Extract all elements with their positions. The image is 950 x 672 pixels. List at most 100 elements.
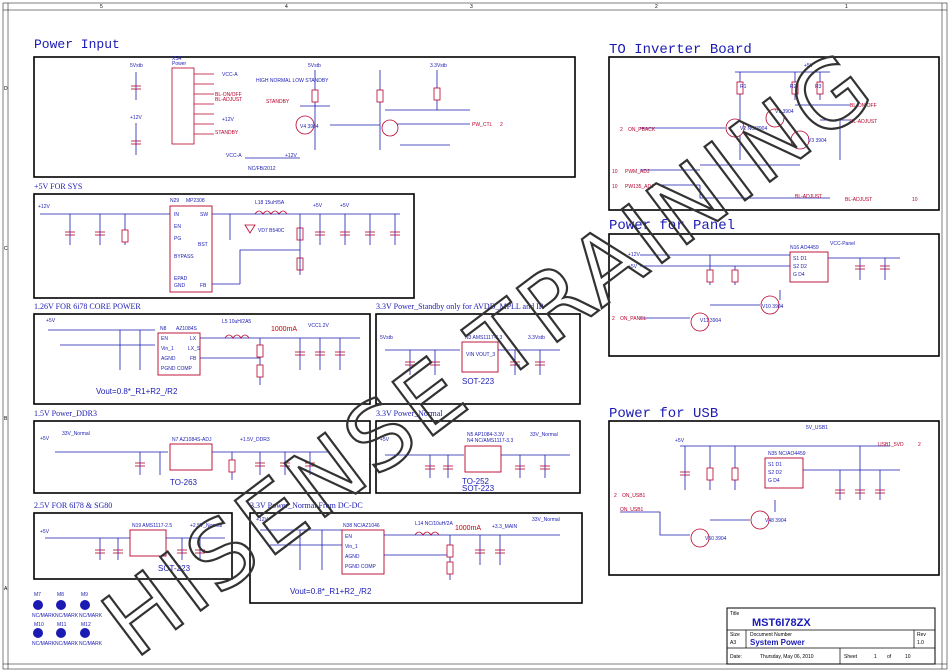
sys5v-circuit: +12V N29 MP2308 IN EN PG BYPASS EPAD GND… [38,198,400,293]
xs4-label: XS4 [172,56,182,62]
xs4-sub: Power [172,61,187,67]
n35-label: N35 NC/AO4459 [768,451,806,457]
subsection-ddr3: 1.5V Power_DDR3 [34,409,97,418]
net-on-panel-pg: 2 [612,316,615,322]
net-pw135-adj: PW135_ADJ [625,184,654,190]
core-current: 1000mA [271,326,297,333]
net-33vstb-b: 3.3Vstb [528,335,545,341]
of-value: 10 [905,654,911,660]
ic-n38 [341,529,385,575]
n29-label: N29 [170,198,179,204]
title-label: Title [730,611,739,617]
section-title-panel: Power for Panel [609,218,735,234]
net-15v-ddr3: +1.5V_DDR3 [240,437,270,443]
of-label: of [887,654,892,660]
v2-label: V2 NC/3904 [740,126,767,132]
mount-hole-m8 [56,600,66,610]
subsection-dcdc: 3.3V Power_Normal From DC-DC [250,501,363,510]
transistor-v48 [750,510,770,530]
net-33vstb-a: 3.3Vstb [430,63,447,69]
subsection-sys5v: +5V FOR SYS [34,182,82,191]
net-bl-adjust-out: BL-ADJUST [845,197,872,203]
mount-m12: M12 [81,622,91,628]
n38-label: N38 NC/AZ1046 [343,523,380,529]
net-vcc12v: VCC1.2V [308,323,330,329]
svg-text:SW: SW [200,212,208,218]
ddr3-circuit: +5V 33V_Normal N7 AZ1084S-ADJ +1.5V_DDR3… [40,431,330,487]
svg-text:L14 NC/10uH/2A: L14 NC/10uH/2A [415,521,453,527]
net-5v-usb1: 5V_USB1 [806,425,828,431]
sg80-box [33,512,233,580]
ic-n8 [157,332,201,376]
l18-label: L18 15uH/5A [255,200,285,206]
ic-n35 [764,457,804,489]
svg-text:BST: BST [198,242,208,248]
net-12v-sys: +12V [38,204,50,210]
usb-box [608,420,940,576]
net-5v-ddr3: +5V [40,436,50,442]
border-row-b: B [4,416,8,422]
svg-text:FB: FB [200,283,207,289]
xs4-connector [171,67,195,145]
svg-text:PGND COMP: PGND COMP [345,564,377,570]
net-bl-onoff-out: BL-ON/OFF [850,103,877,109]
net-usb1-5vd: USB1_5VD [878,442,904,448]
net-12v-in: +12V [222,117,234,123]
dcdc-box [249,512,583,604]
mount-m10-note: NC/MARK [32,641,56,647]
doc-value: System Power [750,638,805,647]
pkg-sot223-a: SOT-223 [462,377,495,386]
ic-n3 [461,341,499,373]
mount-hole-m10 [33,628,43,638]
net-5v-core: +5V [46,318,56,324]
sheet-value: 1 [874,654,877,660]
net-5v-sg80: +5V [40,529,50,535]
border-col-2: 2 [655,4,658,10]
net-on-usb1: ON_USB1 [622,493,646,499]
net-usb1-5vd-pg: 2 [918,442,921,448]
subsection-core: 1.26V FOR 6i78 CORE POWER [34,302,141,311]
core-circuit: +5V N8 AZ1084S EN Vin_1 AGND PGND COMP L… [46,318,360,396]
transistor-v4 [295,115,315,135]
mount-m12-note: NC/MARK [79,641,103,647]
subsection-standby: 3.3V Power_Standby only for AVDD_MPLL an… [376,302,545,311]
date-label: Date: [730,654,742,660]
transistor-v50 [690,528,710,548]
svg-text:AGND: AGND [161,356,176,362]
net-25v-normal: +2.5V_Normal [190,523,222,529]
standby-box [375,313,581,405]
mount-m7: M7 [34,592,41,598]
pkg-sot223-c: SOT-223 [158,564,191,573]
net-pw-ctl: PW_CTL [472,122,493,128]
net-5v-panel: +5V [628,264,638,270]
core-box [33,313,371,405]
svg-text:GND: GND [174,283,186,289]
net-12v-a: +12V [130,115,142,121]
svg-text:R2: R2 [790,84,797,90]
net-on-pback-pg: 2 [620,127,623,133]
ic-n16 [789,251,829,283]
n16-label: N16 AO4459 [790,245,819,251]
net-on-usb1-b: ON_USB1 [620,507,644,513]
net-vcc-panel: VCC-Panel [830,241,855,247]
v4-label: V4 3904 [300,124,319,130]
n19-label: N19 AMS1117-2.5 [132,523,172,529]
dcdc-current: 1000mA [455,525,481,532]
sys5v-box [33,193,415,299]
subsection-sg80: 2.5V FOR 6I78 & SG80 [34,501,112,510]
pkg-to252: TO-252 [462,477,490,486]
border-row-d: D [4,86,8,92]
mount-m11: M11 [57,622,67,628]
svg-text:EN: EN [161,336,168,342]
svg-text:VIN VOUT_3: VIN VOUT_3 [466,352,495,358]
net-bl-adjust-in: BL-ADJUST [215,97,242,103]
core-formula: Vout=0.8*_R1+R2_/R2 [96,387,178,396]
transistor-v2 [725,118,745,138]
net-vcca-top: VCC-A [222,72,238,78]
transistor-v3-input [381,119,399,137]
net-bl-adjust-pg: 10 [912,197,918,203]
svg-text:IN: IN [174,212,179,218]
net-5v-usb: +5V [675,438,685,444]
net-5vstb-c: 5Vstb [380,335,393,341]
n5-label: N5 AP1084-3.3V [467,432,505,438]
